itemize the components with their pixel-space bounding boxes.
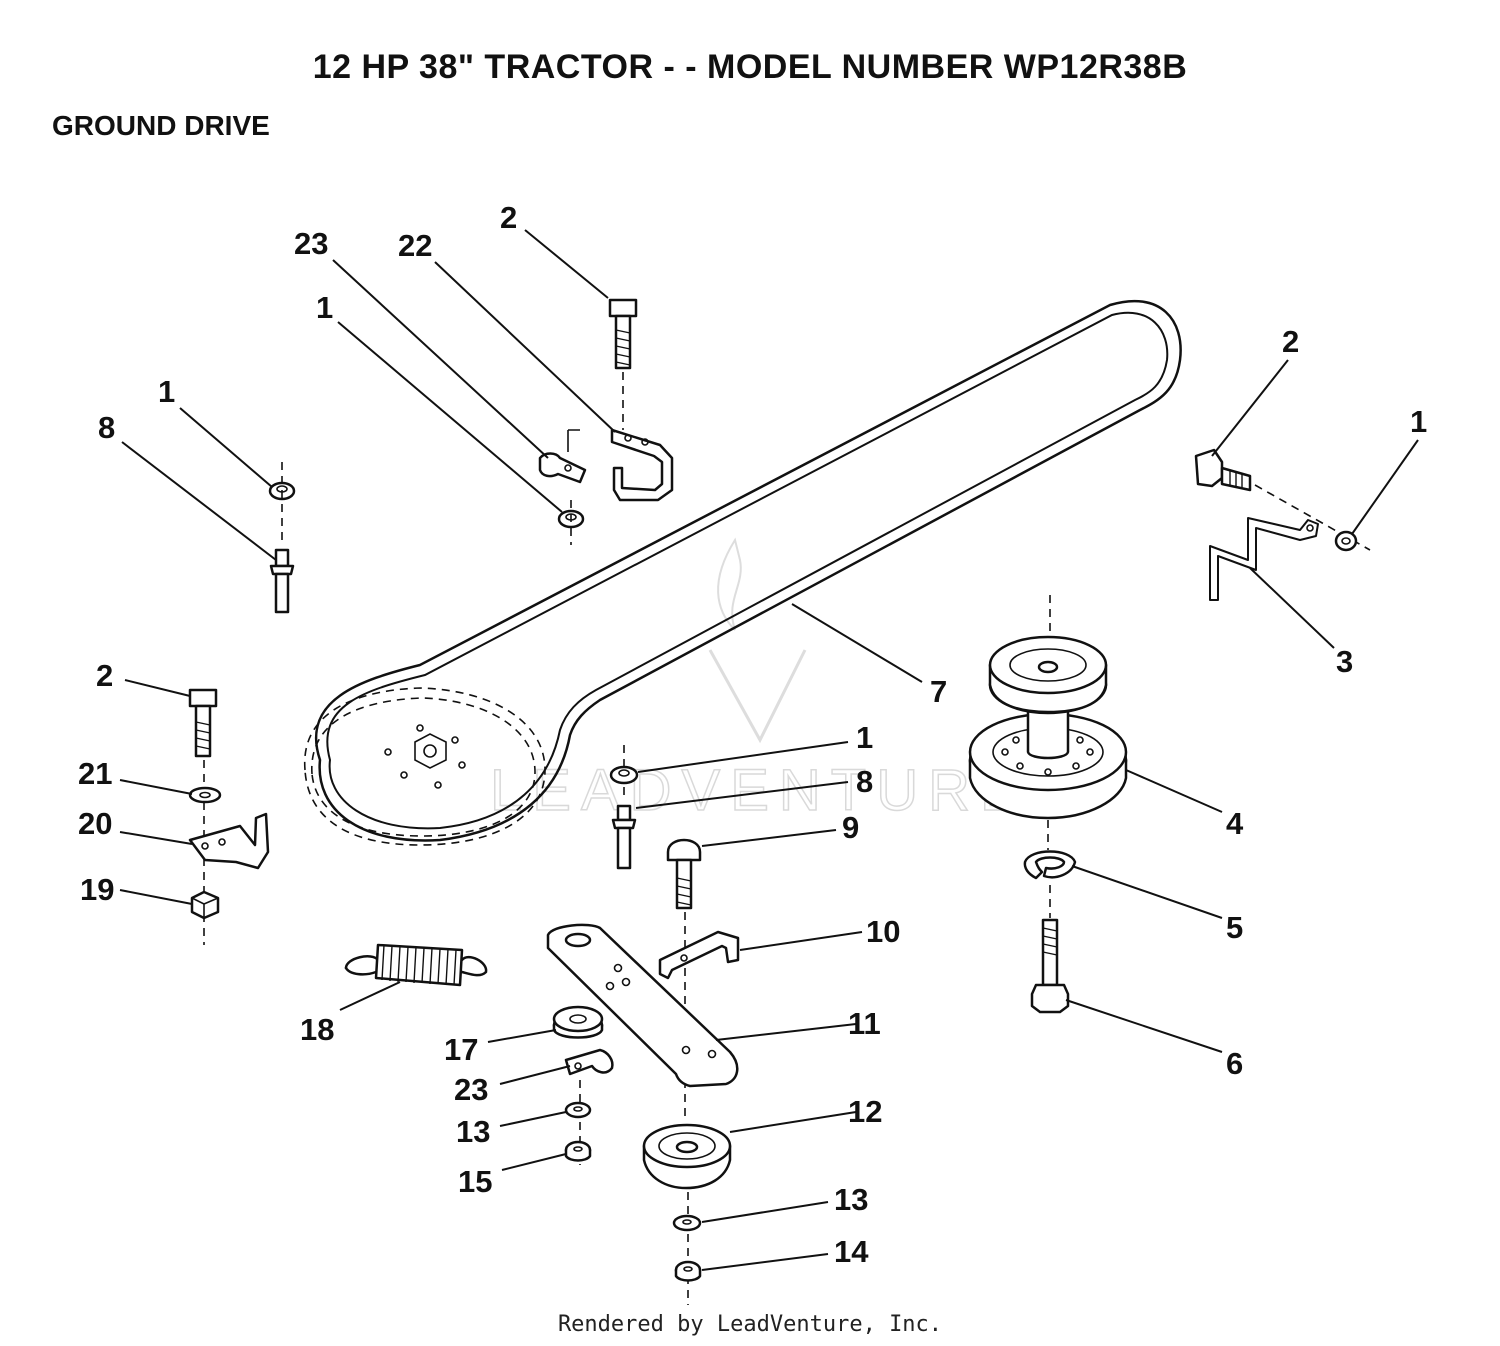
callout-8-center: 8 [856, 764, 873, 799]
callout-13-left: 13 [456, 1114, 490, 1149]
callout-8-left: 8 [98, 410, 115, 445]
callout-1-left: 1 [158, 374, 175, 409]
watermark: LEADVENTURE [489, 537, 1029, 824]
bracket-part-22[interactable] [567, 428, 674, 502]
callout-22: 22 [398, 228, 432, 263]
clip-part-23-top[interactable] [538, 452, 587, 484]
callout-10: 10 [866, 914, 900, 949]
bolt-part-2-right[interactable] [1194, 448, 1252, 492]
watermark-v-icon [708, 649, 807, 744]
idler-pulley-part-12[interactable] [642, 1123, 732, 1190]
callout-3: 3 [1336, 644, 1353, 679]
idler-arm-part-11[interactable] [546, 923, 739, 1088]
bracket-part-20[interactable] [188, 812, 270, 870]
callout-7: 7 [930, 674, 947, 709]
callout-23-bottom: 23 [454, 1072, 488, 1107]
carriage-bolt-part-9[interactable] [666, 838, 702, 910]
spring-part-18[interactable] [344, 943, 488, 987]
callout-2-top: 2 [500, 200, 517, 235]
callout-15: 15 [458, 1164, 492, 1199]
lock-washer-part-5[interactable] [1023, 850, 1077, 880]
page-title: 12 HP 38" TRACTOR - - MODEL NUMBER WP12R… [312, 48, 1188, 86]
watermark-text: LEADVENTURE [490, 758, 1029, 823]
callout-17: 17 [444, 1032, 478, 1067]
callout-11: 11 [848, 1006, 881, 1041]
callout-1-center: 1 [856, 720, 873, 755]
rod-part-3[interactable] [1209, 517, 1319, 601]
callout-1-right: 1 [1410, 404, 1427, 439]
clip-part-23-bottom[interactable] [564, 1048, 614, 1076]
callout-13-right: 13 [834, 1182, 868, 1217]
nut-part-1-center[interactable] [609, 765, 639, 785]
drive-pulley-face [384, 724, 466, 789]
top-bolt-part-2[interactable] [608, 298, 638, 370]
stud-part-8-left[interactable] [269, 548, 295, 614]
callout-2-left: 2 [96, 658, 113, 693]
nut-part-15[interactable] [564, 1140, 592, 1162]
callout-6: 6 [1226, 1046, 1243, 1081]
hex-nut-part-19[interactable] [190, 890, 220, 920]
callout-5: 5 [1226, 910, 1243, 945]
washer-part-13-left[interactable] [564, 1101, 592, 1119]
callout-19: 19 [80, 872, 114, 907]
callout-12: 12 [848, 1094, 882, 1129]
washer-part-13-right[interactable] [672, 1214, 702, 1232]
section-title: GROUND DRIVE [52, 110, 270, 141]
nut-part-1-right[interactable] [1334, 530, 1358, 552]
bracket-part-10[interactable] [658, 930, 740, 980]
callout-9: 9 [842, 810, 859, 845]
bolt-part-6[interactable] [1030, 918, 1070, 1014]
callout-14: 14 [834, 1234, 869, 1269]
callout-1-top: 1 [316, 290, 333, 325]
bolt-part-2-left[interactable] [188, 688, 218, 758]
callout-2-right: 2 [1282, 324, 1299, 359]
render-credit: Rendered by LeadVenture, Inc. [557, 1312, 943, 1337]
callout-18: 18 [300, 1012, 334, 1047]
double-pulley-part-4[interactable] [968, 635, 1128, 820]
callout-4: 4 [1226, 806, 1244, 841]
drive-belt-part-7[interactable] [304, 299, 1182, 846]
callout-labels: 2 23 22 1 1 8 2 1 3 7 4 5 6 2 21 20 19 1… [78, 200, 1427, 1269]
leader-lines [119, 229, 1419, 1271]
watermark-flame-icon [717, 537, 742, 631]
nut-part-14[interactable] [674, 1260, 702, 1282]
spacer-part-17[interactable] [552, 1005, 604, 1039]
stud-part-8-center[interactable] [611, 804, 637, 870]
callout-23-top: 23 [294, 226, 328, 261]
callout-21: 21 [78, 756, 112, 791]
callout-20: 20 [78, 806, 112, 841]
washer-part-21[interactable] [188, 786, 222, 804]
